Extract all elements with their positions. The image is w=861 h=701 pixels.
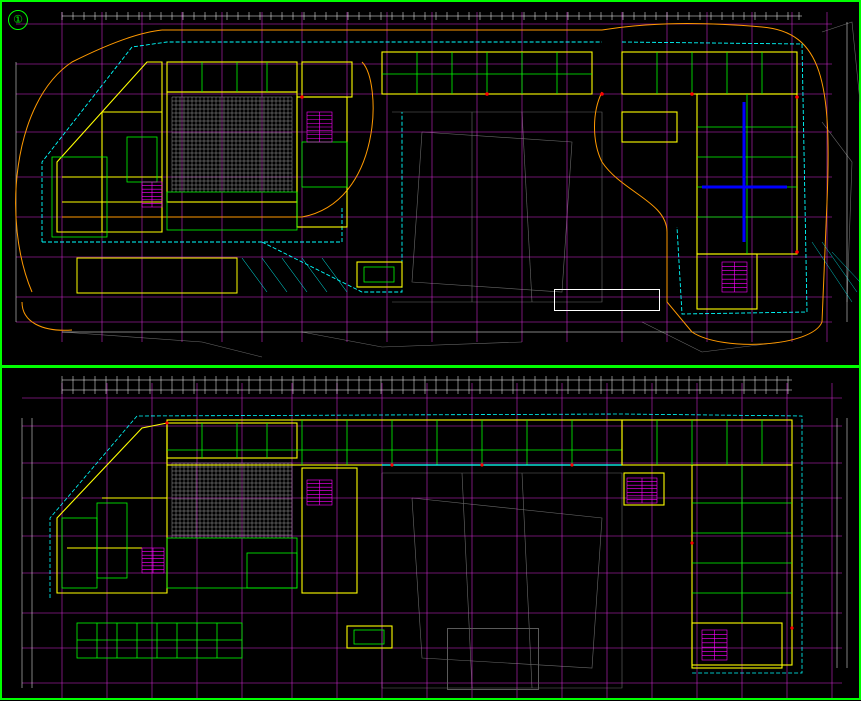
viewport-number-icon: ① (8, 10, 28, 30)
site-boundary (15, 23, 829, 345)
parking-grid (76, 622, 243, 659)
eave-outline (49, 413, 803, 674)
right-rooms (656, 420, 792, 623)
fixtures (165, 421, 794, 630)
covered-walk (76, 257, 238, 294)
cad-drawing-bottom[interactable] (2, 368, 861, 701)
notes-block (447, 628, 539, 690)
notes-table (554, 289, 660, 311)
cad-drawing-top[interactable] (2, 2, 861, 369)
building-walls-left-green (61, 423, 298, 589)
dimension-tick-icon (21, 379, 848, 688)
dimension-tick-icon (15, 15, 848, 333)
eave-outline (41, 41, 808, 315)
building-walls-right (621, 419, 793, 669)
east-context-lines (811, 241, 861, 303)
middle-rooms (363, 52, 592, 283)
right-rooms (656, 52, 797, 254)
dimension-ticks-row (61, 12, 800, 20)
hall-hatch (171, 462, 293, 538)
hall-hatch (171, 96, 293, 192)
building-walls-left-green (51, 62, 348, 238)
building-walls-right (621, 51, 798, 310)
middle-rooms (167, 420, 622, 645)
covered-walk-hatch (241, 257, 348, 293)
site-context (61, 21, 861, 358)
plan-viewport-bottom[interactable] (0, 367, 861, 700)
staircase-icon (141, 477, 728, 661)
fixtures (300, 92, 799, 254)
plan-viewport-top[interactable]: ① (0, 0, 861, 367)
staircase-icon (141, 111, 748, 293)
dimension-ticks-row (61, 376, 789, 394)
building-walls-middle (166, 419, 623, 649)
axis-grid (22, 383, 842, 698)
corridor-blue (702, 102, 787, 242)
building-walls-left (56, 422, 358, 594)
building-walls-left (56, 61, 353, 233)
